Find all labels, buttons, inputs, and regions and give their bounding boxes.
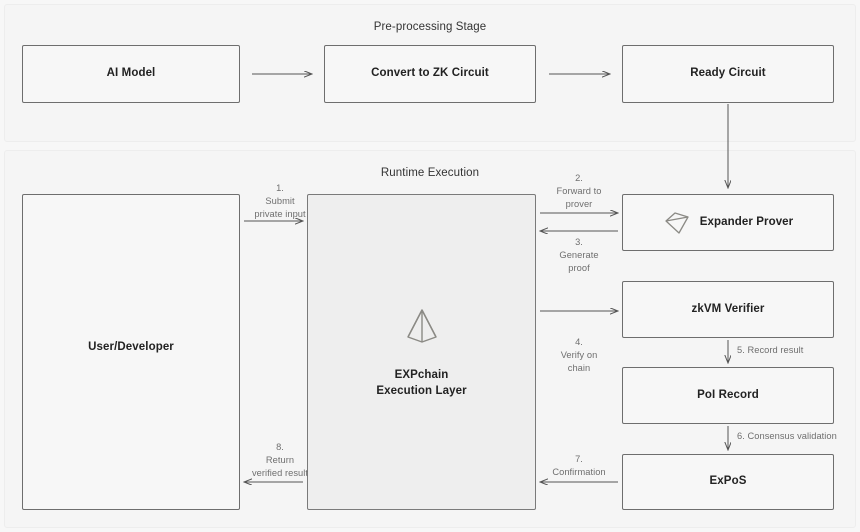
node-ai-model-label: AI Model (106, 67, 156, 80)
node-ai-model[interactable]: AI Model (22, 45, 240, 103)
node-ready-circuit-label: Ready Circuit (690, 67, 766, 80)
section-title-pre-processing: Pre-processing Stage (373, 21, 487, 33)
arrow-label-step3: 3. Generate proof (559, 237, 599, 274)
arrow-label-step2: 2. Forward to prover (556, 173, 602, 210)
node-expos[interactable]: ExPoS (622, 454, 834, 510)
arrow-label-step6: 6. Consensus validation (737, 431, 837, 441)
node-user-developer-label: User/Developer (88, 341, 174, 353)
arrow-label-step4: 4. Verify on chain (560, 337, 598, 374)
node-zkvm-verifier-label: zkVM Verifier (691, 302, 765, 315)
node-convert-to-zk-circuit[interactable]: Convert to ZK Circuit (324, 45, 536, 103)
node-expchain-label-line1: EXPchain (394, 368, 449, 381)
arrow-label-step7: 7. Confirmation (552, 454, 606, 478)
node-ready-circuit[interactable]: Ready Circuit (622, 45, 834, 103)
node-poi-record-label: PoI Record (697, 388, 759, 401)
arrow-label-step5: 5. Record result (737, 345, 804, 355)
node-user-developer[interactable]: User/Developer (22, 194, 240, 510)
arrow-label-step8: 8. Return verified result (251, 442, 309, 479)
node-expander-prover-label: Expander Prover (699, 215, 794, 228)
node-expos-label: ExPoS (709, 475, 747, 488)
node-zkvm-verifier[interactable]: zkVM Verifier (622, 281, 834, 338)
section-title-runtime-execution: Runtime Execution (380, 167, 480, 179)
node-convert-to-zk-circuit-label: Convert to ZK Circuit (371, 67, 489, 80)
node-expchain-label-line2: Execution Layer (376, 384, 467, 397)
node-expchain-execution-layer[interactable]: EXPchain Execution Layer (307, 194, 536, 510)
kite-diamond-icon (663, 210, 691, 236)
node-expander-prover[interactable]: Expander Prover (622, 194, 834, 251)
pyramid-icon (401, 305, 443, 352)
arrow-label-step1: 1. Submit private input (254, 183, 306, 220)
node-poi-record[interactable]: PoI Record (622, 367, 834, 424)
